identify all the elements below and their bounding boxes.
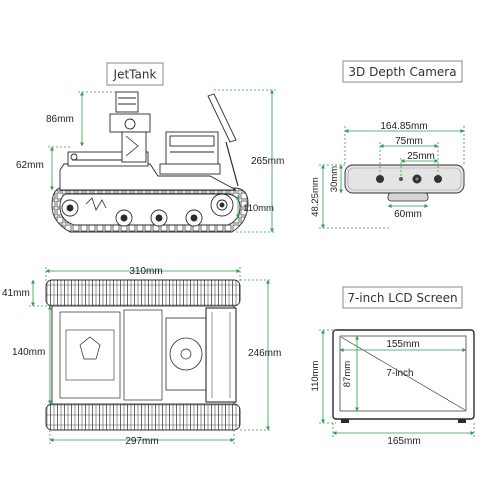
- dim-arm-height: 86mm: [46, 114, 74, 125]
- dim-track-width: 41mm: [2, 288, 30, 299]
- lcd-screen-view: 7-inch LCD Screen 155mm 7-inch 87mm 110m…: [310, 286, 475, 447]
- lcd-label-box: [342, 286, 463, 309]
- dim-lcd-inner-height: 87mm: [342, 361, 353, 387]
- dim-camera-base: 60mm: [394, 209, 422, 220]
- dim-camera-height: 30mm: [329, 166, 340, 192]
- dim-wheel: 110mm: [243, 203, 274, 214]
- jettank-top-drawing: [45, 279, 241, 431]
- jettank-label-box: [106, 62, 164, 86]
- jettank-label: JetTank: [113, 68, 157, 82]
- depth-camera-label-box: [342, 60, 463, 83]
- dim-lcd-inner-width: 155mm: [386, 339, 419, 350]
- dim-total-height: 265mm: [251, 156, 284, 167]
- dim-camera-depth: 48.25mm: [310, 177, 321, 217]
- dim-total-width: 246mm: [248, 348, 281, 359]
- dim-lens-gap: 25mm: [407, 151, 435, 162]
- dim-top-length: 310mm: [129, 266, 162, 277]
- dim-base-length: 297mm: [125, 436, 158, 447]
- dim-lens-span: 75mm: [395, 136, 423, 147]
- dim-inner-width: 140mm: [12, 347, 45, 358]
- dim-camera-width: 164.85mm: [380, 121, 427, 132]
- dim-lcd-outer-width: 165mm: [387, 436, 420, 447]
- depth-camera-view: 3D Depth Camera 164.85mm 75mm 25mm 30mm: [310, 60, 465, 229]
- dim-lcd-outer-height: 110mm: [310, 360, 321, 391]
- dim-body-height: 62mm: [16, 160, 44, 171]
- lcd-label: 7-inch LCD Screen: [347, 291, 457, 305]
- dim-lcd-diagonal: 7-inch: [386, 368, 413, 379]
- jettank-side-view: JetTank: [16, 62, 284, 233]
- depth-camera-label: 3D Depth Camera: [348, 65, 456, 79]
- jettank-side-drawing: [51, 91, 249, 233]
- depth-camera-drawing: [344, 164, 465, 202]
- jettank-top-view: 310mm 41mm 140mm 246mm 297mm: [2, 266, 281, 447]
